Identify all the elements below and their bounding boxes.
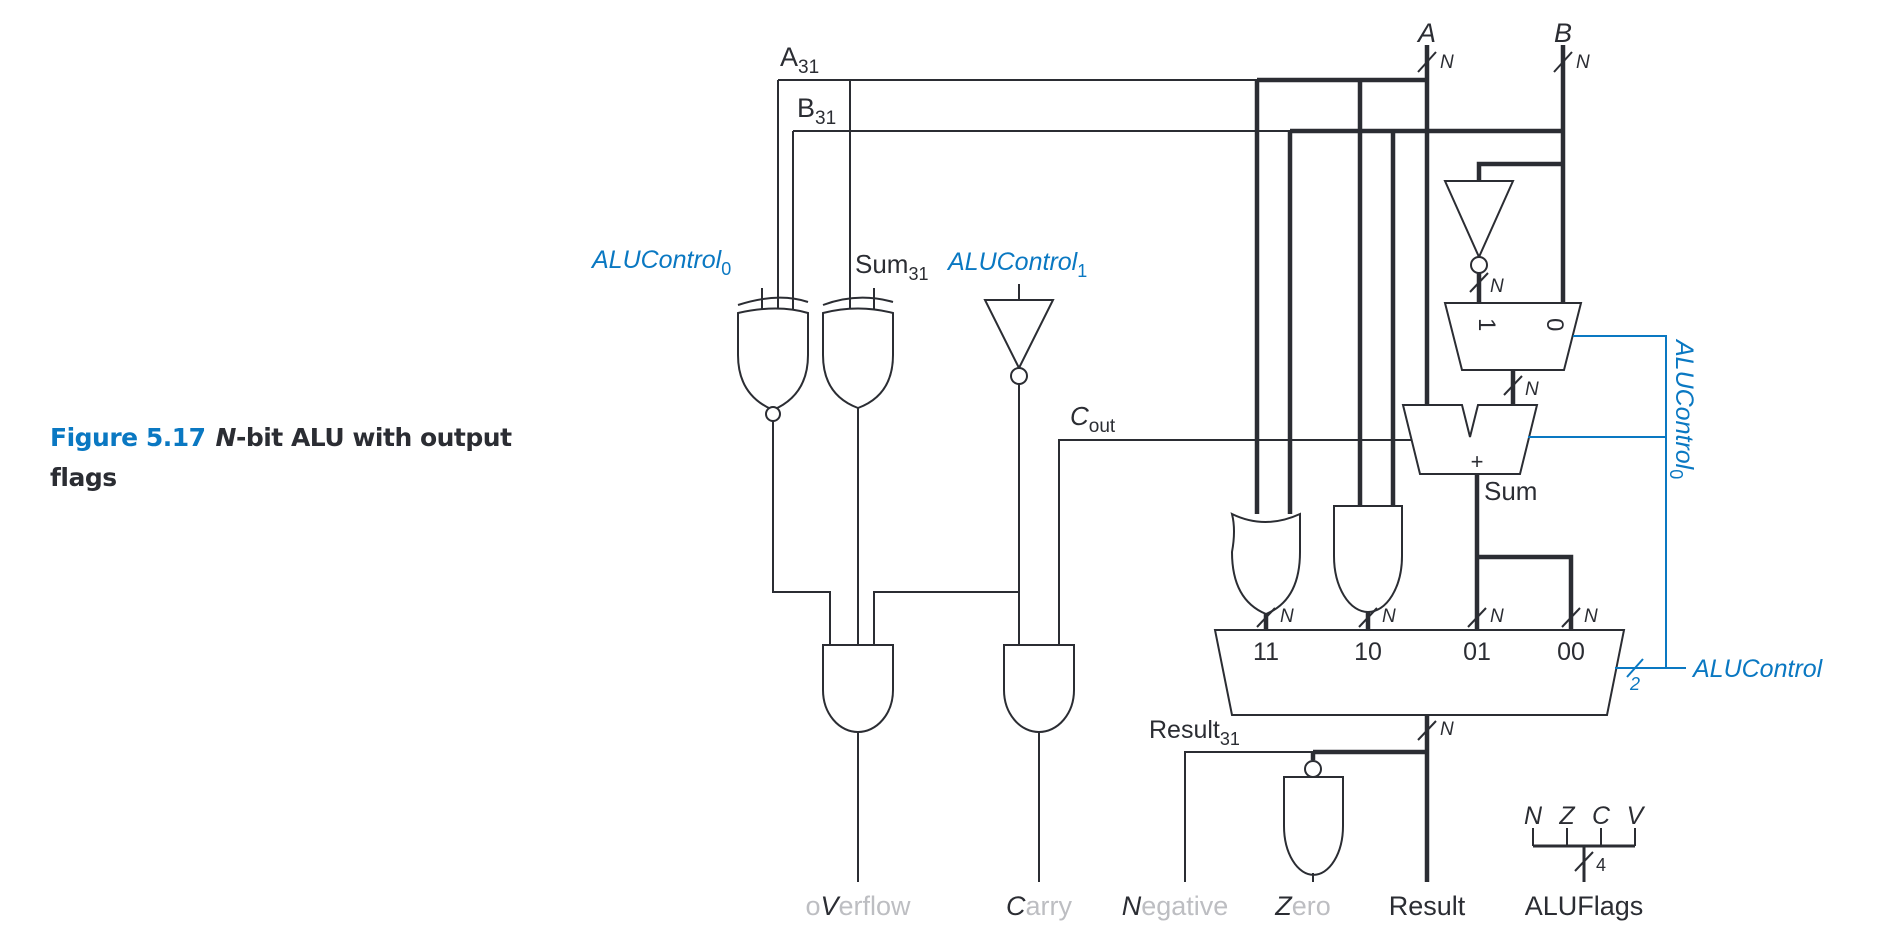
zero-nor-gate xyxy=(1283,776,1344,876)
zero-nor-bubble xyxy=(1304,760,1322,778)
mux-in-01: 01 xyxy=(1463,638,1491,666)
result-label: Result xyxy=(1389,891,1466,921)
alucontrol-width: 2 xyxy=(1629,674,1640,694)
alucontrol0-to-bmux xyxy=(1573,335,1667,668)
flags-bundle xyxy=(1532,828,1636,882)
sum31-label: Sum31 xyxy=(855,249,929,284)
b-mux-in0-label: 0 xyxy=(1541,318,1568,331)
or-gate xyxy=(1230,512,1301,616)
alucontrol1-label: ALUControl1 xyxy=(946,248,1087,281)
sum00-width: N xyxy=(1584,606,1598,627)
result-mux xyxy=(1213,629,1626,716)
flag-c: C xyxy=(1592,802,1611,830)
alucontrol1-inverter xyxy=(983,299,1055,371)
b31-label: B31 xyxy=(797,93,836,129)
result-width-slash xyxy=(1417,720,1437,741)
result31-to-negative xyxy=(1184,751,1313,882)
mux-in-11: 11 xyxy=(1253,638,1279,666)
a31-label: A31 xyxy=(780,42,819,78)
aluflags-label: ALUFlags xyxy=(1525,891,1644,921)
overflow-and-gate xyxy=(822,644,894,733)
flag-n: N xyxy=(1524,802,1543,830)
sum-label: Sum xyxy=(1484,476,1537,506)
alucontrol0-vertical-label: ALUControl0 xyxy=(1666,338,1698,479)
alucontrol-label: ALUControl xyxy=(1691,655,1824,683)
mux-out-width: N xyxy=(1525,379,1539,400)
adder-plus: + xyxy=(1471,449,1484,474)
alucontrol-width-slash xyxy=(1626,658,1644,678)
b-inverter xyxy=(1443,180,1515,260)
negative-label: Negative xyxy=(1122,891,1229,921)
and-gate xyxy=(1333,505,1403,613)
sum-to-in00 xyxy=(1477,554,1574,630)
cout-wire xyxy=(1058,439,1411,648)
mux-input-widths xyxy=(1256,607,1581,628)
mux-in-00: 00 xyxy=(1557,638,1585,666)
caption-n: N xyxy=(215,423,237,452)
flag-z: Z xyxy=(1558,802,1575,830)
xnor-gate xyxy=(737,296,809,412)
overflow-label: oVerflow xyxy=(805,891,911,921)
result-width: N xyxy=(1440,719,1454,740)
b-to-inverter xyxy=(1476,161,1563,181)
a-bus-width: N xyxy=(1440,52,1454,73)
result31-label: Result31 xyxy=(1149,716,1240,749)
alucontrol0-label: ALUControl0 xyxy=(590,246,731,279)
b-mux-in1-label: 1 xyxy=(1473,318,1500,331)
figure-caption: Figure 5.17 N-bit ALU with output flags xyxy=(50,418,530,498)
figure-label: Figure 5.17 xyxy=(50,423,206,452)
flags-width: 4 xyxy=(1596,855,1606,875)
mux-out-width-slash xyxy=(1503,375,1523,396)
sum01-width: N xyxy=(1490,606,1504,627)
xnor-bubble xyxy=(765,406,781,422)
b-bus-width: N xyxy=(1576,52,1590,73)
mux-in-10: 10 xyxy=(1354,638,1382,666)
b-select-mux xyxy=(1443,302,1583,371)
b-bus-width-slash xyxy=(1553,51,1573,73)
xnor-to-overflow-and xyxy=(772,421,831,645)
and-out-width: N xyxy=(1382,606,1396,627)
not-b-width: N xyxy=(1490,276,1504,297)
carry-label: Carry xyxy=(1006,891,1072,921)
or-out-width: N xyxy=(1280,606,1294,627)
zero-label: Zero xyxy=(1274,891,1331,921)
a-bus-width-slash xyxy=(1417,51,1437,73)
b-inverter-bubble xyxy=(1470,256,1488,274)
carry-and-gate xyxy=(1003,644,1075,733)
cout-label: Cout xyxy=(1070,401,1116,437)
input-b-label: B xyxy=(1554,18,1572,48)
alucontrol1-bubble xyxy=(1010,367,1028,385)
flag-v: V xyxy=(1627,802,1646,830)
xor-gate xyxy=(822,296,894,410)
not-b-width-slash xyxy=(1469,272,1489,293)
not-alucontrol1-to-overflow-and xyxy=(873,591,1019,645)
input-a-label: A xyxy=(1416,18,1436,48)
adder xyxy=(1401,404,1539,475)
caption-title: -bit ALU with output flags xyxy=(50,423,512,492)
